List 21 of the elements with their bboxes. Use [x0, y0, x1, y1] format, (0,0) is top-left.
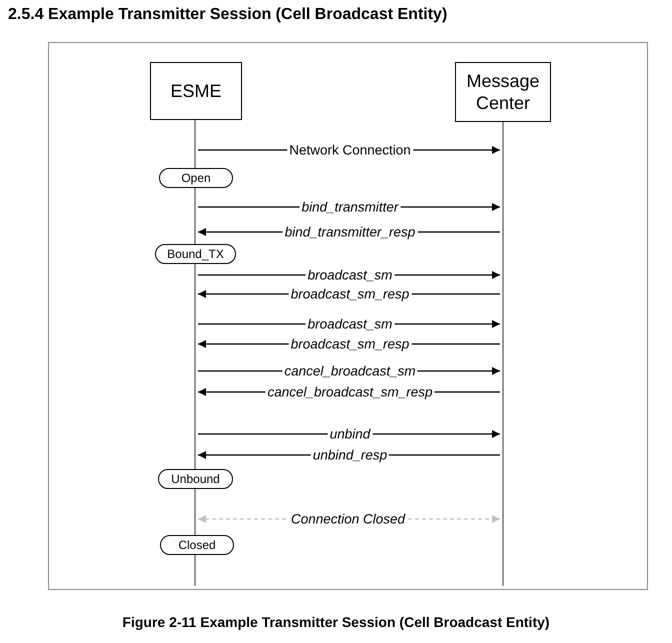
lifeline: [500, 122, 506, 586]
edge-label: broadcast_sm_resp: [288, 286, 412, 302]
edge-label: broadcast_sm_resp: [288, 336, 412, 352]
state-pill: Bound_TX: [155, 244, 236, 264]
state-pill: Open: [159, 168, 233, 188]
edge-label: unbind: [328, 426, 372, 442]
participant-box: ESME: [150, 62, 242, 120]
edge-label: Network Connection: [287, 142, 413, 158]
state-pill: Unbound: [158, 469, 233, 489]
participant-box: Message Center: [455, 62, 551, 122]
state-pill: Closed: [160, 535, 234, 555]
edge-label: broadcast_sm: [306, 268, 394, 282]
edge-label: cancel_broadcast_sm_resp: [265, 384, 435, 400]
figure-caption: Figure 2-11 Example Transmitter Session (Cell Broadcast Entity): [121, 614, 551, 630]
edge-label: bind_transmitter: [300, 200, 400, 214]
edge-label: unbind_resp: [310, 448, 390, 462]
edge-label: bind_transmitter_resp: [282, 224, 418, 240]
edge-label: Connection Closed: [288, 512, 408, 526]
edge-label: broadcast_sm: [306, 316, 394, 332]
section-heading: 2.5.4 Example Transmitter Session (Cell Broadcast Entity): [8, 6, 448, 24]
edge-label: cancel_broadcast_sm: [282, 364, 418, 378]
